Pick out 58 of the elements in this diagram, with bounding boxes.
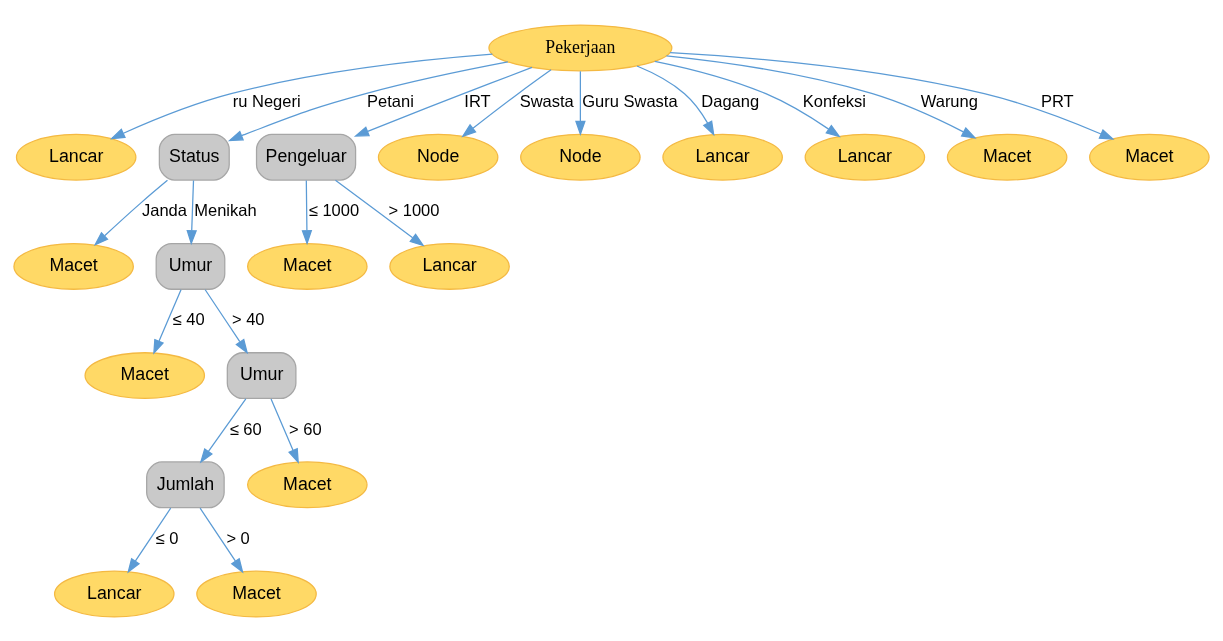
node-ellipse: Lancar: [53, 570, 175, 618]
arrow: [575, 70, 586, 136]
arrow: [204, 288, 249, 354]
edge-label: > 0: [226, 528, 250, 547]
node-box: Pengeluar: [255, 133, 357, 181]
edge-label: > 40: [231, 309, 265, 328]
arrow: [669, 51, 1115, 140]
arrow: [109, 53, 493, 139]
arrow: [186, 179, 198, 245]
edge-label: ru Negeri: [232, 91, 301, 110]
arrow: [461, 68, 552, 137]
node-ellipse: Macet: [247, 460, 368, 508]
node-ellipse: Pekerjaan: [488, 23, 673, 71]
arrow: [353, 66, 533, 137]
edge-label: Guru Swasta: [582, 91, 678, 110]
arrow: [93, 179, 169, 246]
node-ellipse: Macet: [84, 351, 206, 399]
arrow: [199, 397, 247, 463]
node-ellipse: Macet: [13, 242, 134, 290]
node-box: Status: [158, 133, 230, 181]
node-ellipse: Lancar: [15, 133, 137, 181]
edge-label: > 1000: [388, 200, 440, 219]
arrow: [665, 54, 977, 139]
edge-label: Menikah: [194, 200, 257, 219]
arrow: [654, 60, 841, 138]
node-ellipse: Lancar: [389, 242, 510, 290]
edge-label: IRT: [464, 91, 491, 110]
node-ellipse: Lancar: [804, 133, 926, 181]
edge-label: Swasta: [519, 91, 574, 110]
arrow: [227, 60, 509, 141]
node-ellipse: Macet: [1089, 133, 1210, 181]
node-ellipse: Node: [377, 133, 499, 181]
edge-label: ≤ 40: [172, 309, 205, 328]
node-ellipse: Macet: [247, 242, 368, 290]
edge-label: > 60: [289, 419, 322, 438]
edge-label: PRT: [1040, 91, 1074, 110]
edge-label: ≤ 60: [229, 419, 262, 438]
node-ellipse: Macet: [946, 133, 1068, 181]
node-box: Umur: [155, 242, 226, 290]
arrow: [334, 179, 425, 247]
edge-label: Dagang: [701, 91, 760, 110]
edge-label: ≤ 1000: [308, 200, 360, 219]
edge-label: Warung: [920, 91, 978, 110]
arrow: [636, 64, 715, 136]
node-box: Umur: [226, 351, 297, 399]
arrow: [270, 397, 299, 464]
node-ellipse: Node: [520, 133, 641, 181]
node-ellipse: Lancar: [662, 133, 783, 181]
edge-label: Konfeksi: [802, 91, 867, 110]
edge-label: ≤ 0: [155, 528, 179, 547]
arrow: [127, 507, 172, 573]
node-box: Jumlah: [146, 460, 225, 508]
arrow: [199, 507, 244, 573]
arrow: [153, 288, 182, 355]
arrow: [301, 179, 313, 245]
node-ellipse: Macet: [196, 570, 317, 618]
edge-label: Janda: [141, 200, 187, 219]
edge-label: Petani: [367, 91, 414, 110]
